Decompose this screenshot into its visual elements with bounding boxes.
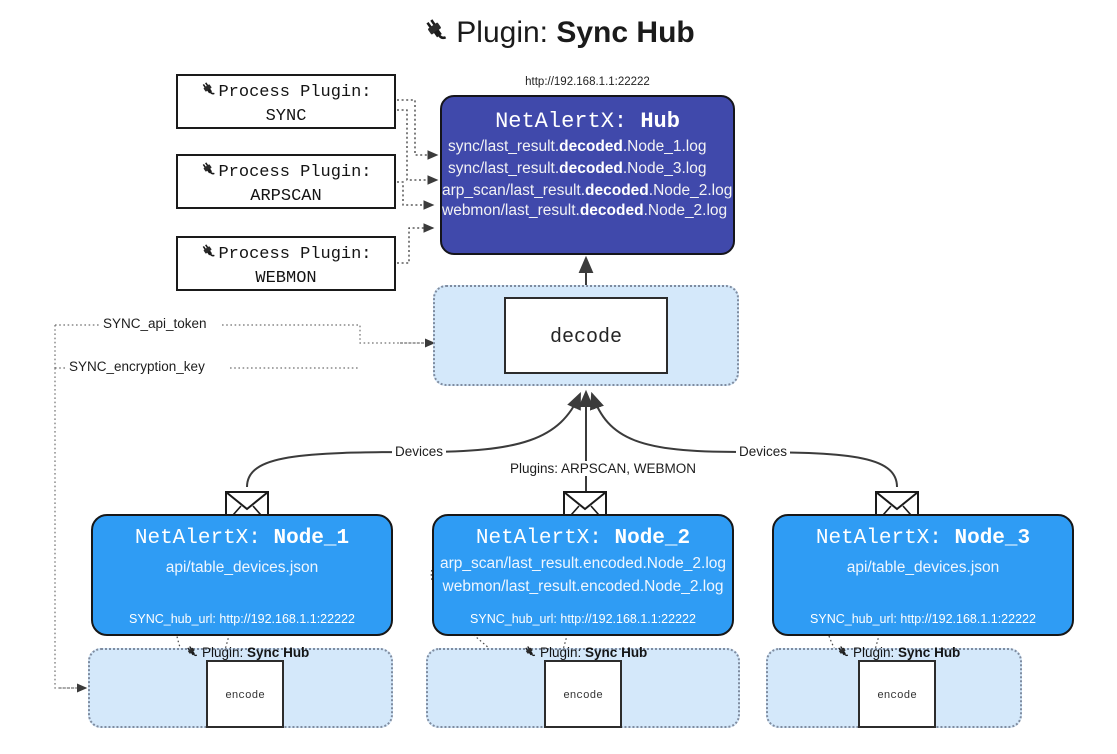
process-plugin-sync[interactable]: Process Plugin: SYNC	[176, 74, 396, 129]
process-plugin-name: ARPSCAN	[250, 187, 322, 206]
node-file-row: arp_scan/last_result.encoded.Node_2.log	[439, 555, 727, 572]
hub-file-row: arp_scan/last_result.decoded.Node_2.log	[442, 182, 733, 199]
plug-icon	[523, 645, 537, 662]
plugin-label-node-1: Plugin: Sync Hub	[185, 645, 309, 662]
hub-file-row: sync/last_result.decoded.Node_3.log	[448, 160, 707, 177]
plug-icon	[422, 17, 450, 53]
process-plugin-arpscan[interactable]: Process Plugin: ARPSCAN	[176, 154, 396, 209]
decode-box[interactable]: decode	[504, 297, 668, 374]
plug-icon	[200, 81, 217, 106]
plugin-label-node-2: Plugin: Sync Hub	[523, 645, 647, 662]
node-file-row: api/table_devices.json	[846, 559, 1000, 576]
process-plugin-label: Process Plugin:	[218, 245, 372, 264]
edge-label-devices-left: Devices	[392, 444, 447, 459]
process-plugin-label: Process Plugin:	[218, 83, 372, 102]
node-card-node-3[interactable]: NetAlertX: Node_3 api/table_devices.json…	[772, 514, 1074, 636]
node-name: Node_1	[273, 527, 350, 550]
edge-label-plugins-center: Plugins: ARPSCAN, WEBMON	[507, 461, 700, 476]
node-card-node-2[interactable]: NetAlertX: Node_2 arp_scan/last_result.e…	[432, 514, 734, 636]
encode-label: encode	[877, 690, 917, 702]
hub-file-row: webmon/last_result.decoded.Node_2.log	[442, 202, 728, 219]
page-title: Plugin: Sync Hub	[0, 16, 1117, 53]
node-header: NetAlertX: Node_1	[93, 527, 391, 550]
page-title-name: Sync Hub	[556, 16, 695, 49]
hub-app: NetAlertX:	[495, 109, 628, 134]
node-name: Node_2	[614, 527, 691, 550]
node-file-row: api/table_devices.json	[165, 559, 319, 576]
node-file-row: webmon/last_result.encoded.Node_2.log	[442, 578, 724, 595]
node-header: NetAlertX: Node_2	[434, 527, 732, 550]
sync-encryption-key-label: SYNC_encryption_key	[66, 359, 208, 374]
encode-box-node-2[interactable]: encode	[544, 660, 622, 728]
plugin-label-node-3: Plugin: Sync Hub	[836, 645, 960, 662]
encode-box-node-1[interactable]: encode	[206, 660, 284, 728]
node-app: NetAlertX:	[134, 527, 261, 550]
process-plugin-webmon[interactable]: Process Plugin: WEBMON	[176, 236, 396, 291]
hub-header: NetAlertX: Hub	[442, 109, 733, 134]
node-app: NetAlertX:	[475, 527, 602, 550]
node-name: Node_3	[954, 527, 1031, 550]
process-plugin-name: WEBMON	[255, 269, 317, 288]
node-hub-url: SYNC_hub_url: http://192.168.1.1:22222	[810, 612, 1036, 626]
plug-icon	[200, 243, 217, 268]
process-plugin-name: SYNC	[265, 107, 307, 126]
node-hub-url: SYNC_hub_url: http://192.168.1.1:22222	[470, 612, 696, 626]
node-card-node-1[interactable]: NetAlertX: Node_1 api/table_devices.json…	[91, 514, 393, 636]
sync-api-token-label: SYNC_api_token	[100, 316, 210, 331]
node-hub-url: SYNC_hub_url: http://192.168.1.1:22222	[129, 612, 355, 626]
page-title-prefix: Plugin:	[456, 16, 549, 49]
hub-name: Hub	[640, 109, 680, 134]
node-header: NetAlertX: Node_3	[774, 527, 1072, 550]
edge-label-devices-right: Devices	[736, 444, 791, 459]
process-plugin-label: Process Plugin:	[218, 163, 372, 182]
encode-box-node-3[interactable]: encode	[858, 660, 936, 728]
plug-icon	[836, 645, 850, 662]
encode-label: encode	[225, 690, 265, 702]
hub-url-label: http://192.168.1.1:22222	[525, 76, 650, 88]
hub-file-row: sync/last_result.decoded.Node_1.log	[448, 138, 707, 155]
decode-label: decode	[549, 326, 622, 349]
plug-icon	[200, 161, 217, 186]
encode-label: encode	[563, 690, 603, 702]
node-app: NetAlertX:	[815, 527, 942, 550]
hub-node[interactable]: NetAlertX: Hub sync/last_result.decoded.…	[440, 95, 735, 255]
plug-icon	[185, 645, 199, 662]
